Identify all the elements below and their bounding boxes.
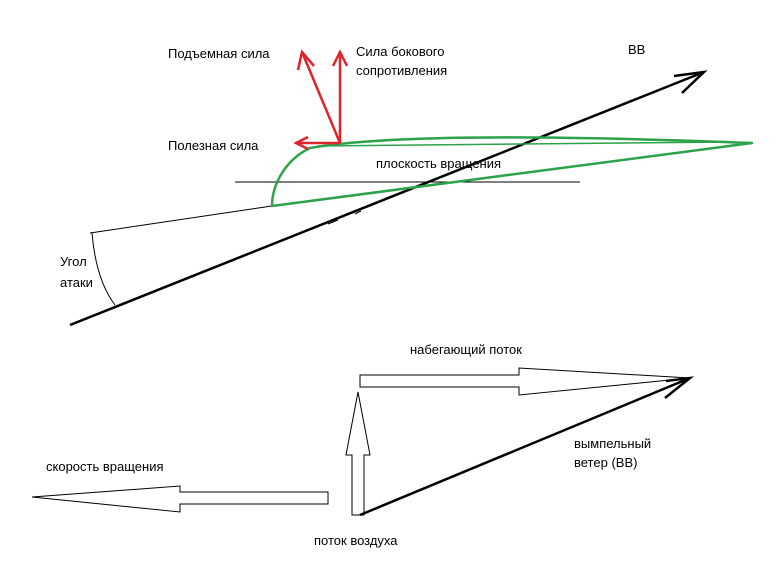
airflow-label: поток воздуха [314,533,398,548]
side-drag-arrowhead [331,49,349,67]
apparent-wind-resultant-arrowhead [664,376,695,399]
apparent-wind-label-line1: вымпельный [574,436,651,451]
side-drag-label-line2: сопротивления [356,63,447,78]
angle-of-attack-label-line2: атаки [60,275,93,290]
apparent-wind-label-line2: ветер (ВВ) [574,455,637,470]
rotation-speed-label: скорость вращения [46,459,164,474]
side-drag-label-line1: Сила бокового [356,44,445,59]
useful-force-arrowhead [293,135,309,151]
axis-tick [354,210,362,215]
attack-reference-line [89,205,273,234]
angle-of-attack-arc [91,232,116,306]
blade-chord [317,141,731,147]
blade-profile [270,136,754,208]
apparent-wind-short-label: ВВ [628,42,645,57]
axis-tick [327,219,339,225]
oncoming-flow-arrow [359,367,691,396]
angle-of-attack-label-line1: Угол [60,254,87,269]
apparent-wind-axis [69,70,705,327]
apparent-wind-resultant [359,376,691,517]
oncoming-flow-label: набегающий поток [410,342,522,357]
lift-force-arrow [300,51,342,144]
rotation-speed-arrow [31,485,329,513]
lift-arrowhead [296,49,315,71]
apparent-wind-arrowhead [673,70,708,94]
lift-label: Подъемная сила [168,46,270,61]
useful-force-label: Полезная сила [168,138,259,153]
airflow-arrow [345,391,371,516]
rotation-plane-label: плоскость вращения [376,156,501,171]
